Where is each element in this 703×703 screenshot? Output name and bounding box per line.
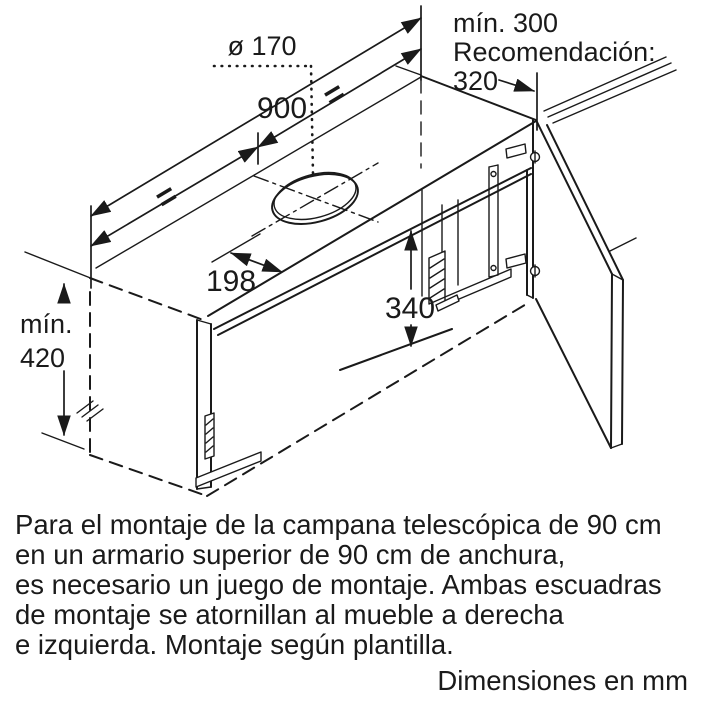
caption-line-4: de montaje se atornillan al mueble a der… bbox=[15, 599, 565, 630]
open-door bbox=[535, 121, 624, 449]
door-bottom-cap bbox=[610, 443, 623, 449]
wall-lines bbox=[543, 56, 677, 252]
door-outer-edge-front bbox=[610, 273, 613, 449]
wall-corner-tick bbox=[609, 237, 637, 252]
door-top-edge-front bbox=[536, 121, 613, 275]
center-dimension-right bbox=[257, 48, 422, 148]
left-panel-bottom-cap bbox=[196, 486, 212, 490]
depth-320-leader bbox=[498, 78, 535, 92]
dimensions-unit-note: Dimensiones en mm bbox=[437, 665, 688, 696]
door-top-cap bbox=[611, 273, 624, 281]
phantom-bottom-front-edge bbox=[206, 302, 529, 497]
left-panel-top-cap bbox=[196, 319, 212, 325]
clearance-extension-top bbox=[24, 251, 94, 280]
equal-mark-left: = bbox=[148, 175, 184, 217]
fixing-tab-top bbox=[505, 143, 527, 159]
right-stile-bottom-cap bbox=[526, 294, 534, 299]
door-outer-edge-back bbox=[621, 279, 624, 445]
cabinet-top-front-edge bbox=[207, 120, 537, 317]
phantom-top-edge bbox=[89, 277, 207, 322]
caption-line-3: es necesario un juego de montaje. Ambas … bbox=[15, 569, 662, 600]
door-top-edge-back bbox=[546, 124, 624, 281]
front-rail-inner bbox=[217, 173, 532, 336]
cabinet-outline bbox=[95, 75, 537, 490]
rail-hole-bottom bbox=[490, 264, 497, 272]
clearance-extension-bottom bbox=[41, 432, 85, 450]
hood-visor-left bbox=[76, 400, 262, 488]
vent-centerline-depth bbox=[253, 175, 379, 223]
wall-line-3 bbox=[552, 69, 677, 124]
dim-340-label: 340 bbox=[385, 292, 435, 325]
wall-line-1 bbox=[543, 56, 667, 112]
bracket-hatching bbox=[429, 258, 445, 299]
diameter-leader-vertical bbox=[309, 64, 315, 177]
dim-min300-label: mín. 300 bbox=[453, 8, 558, 38]
front-rail-outer bbox=[213, 167, 532, 330]
caption-line-5: e izquierda. Montaje según plantilla. bbox=[15, 629, 454, 660]
fixing-tab-bottom bbox=[505, 253, 527, 269]
dim-min420-label: mín. bbox=[20, 309, 73, 339]
mounting-rail bbox=[488, 164, 499, 278]
dim-diameter-label: ø 170 bbox=[227, 31, 296, 61]
center-dimension-left bbox=[90, 146, 259, 247]
dim-900-label: 900 bbox=[257, 92, 307, 125]
caption-line-2: en un armario superior de 90 cm de anchu… bbox=[15, 539, 565, 570]
dim-420-value: 420 bbox=[20, 343, 65, 373]
dimension-annotations: 900 = = mín. 300 Recomendación: 320 ø 17… bbox=[20, 5, 656, 450]
dim-recommendation-label: Recomendación: bbox=[453, 37, 656, 67]
offset-extension-line bbox=[211, 233, 261, 263]
pullout-phantom-outline bbox=[89, 277, 529, 497]
caption-block: Para el montaje de la campana telescópic… bbox=[15, 509, 688, 696]
dim-198-label: 198 bbox=[206, 265, 256, 298]
dim-320-label: 320 bbox=[453, 66, 498, 96]
rail-hole-top bbox=[490, 170, 497, 178]
phantom-bottom-left-edge bbox=[89, 454, 208, 497]
interior-bottom-edge bbox=[339, 328, 453, 371]
bracket-foot bbox=[435, 294, 460, 312]
door-bottom-edge bbox=[535, 298, 612, 449]
depth-dimension-extension bbox=[395, 65, 422, 76]
wall-line-2 bbox=[547, 62, 672, 118]
caption-line-1: Para el montaje de la campana telescópic… bbox=[15, 509, 662, 540]
visor-shelf bbox=[195, 451, 262, 488]
cabinet-top-right-edge bbox=[420, 75, 537, 121]
mounting-bracket-right bbox=[428, 143, 541, 312]
offset-dimension-line bbox=[230, 252, 283, 273]
visor-bracket-hatching bbox=[205, 418, 214, 453]
